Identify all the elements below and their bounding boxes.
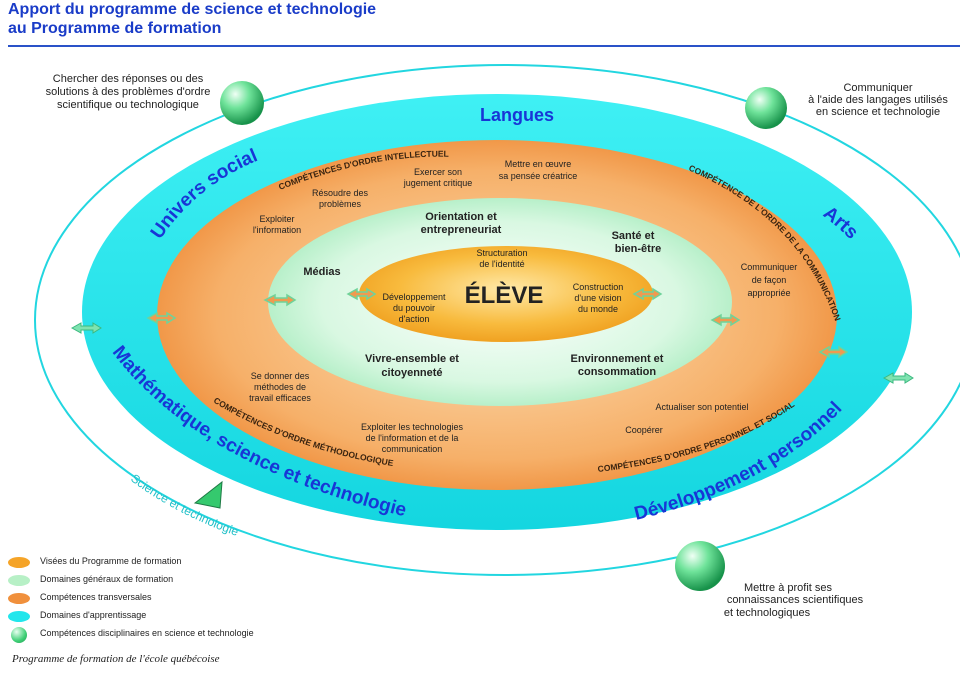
- comp-mettre-1: Mettre en œuvre: [505, 159, 572, 169]
- comp-methodes-2: méthodes de: [254, 382, 306, 392]
- center-developpement-2: du pouvoir: [393, 303, 435, 313]
- center-construction-3: du monde: [578, 304, 618, 314]
- footer-source: Programme de formation de l'école québéc…: [12, 653, 220, 665]
- comp-methodes-1: Se donner des: [251, 371, 310, 381]
- comp-exploiter-2: l'information: [253, 225, 301, 235]
- comp-exercer-1: Exercer son: [414, 167, 462, 177]
- note-bottom-right-3: et technologiques: [724, 607, 811, 619]
- legend-swatch: [8, 611, 30, 622]
- gd-vivre-1: Vivre-ensemble et: [365, 353, 459, 365]
- legend-label: Domaines d'apprentissage: [40, 610, 147, 620]
- arrow-icon: [818, 345, 849, 359]
- sphere-icon: [11, 627, 27, 643]
- note-bottom-right-1: Mettre à profit ses: [744, 582, 833, 594]
- comp-mettre-2: sa pensée créatrice: [499, 171, 578, 181]
- center-structuration-2: de l'identité: [479, 259, 524, 269]
- title-line-1: Apport du programme de science et techno…: [8, 1, 377, 18]
- gd-sante-2: bien-être: [615, 243, 661, 255]
- arrow-icon: [710, 313, 741, 327]
- arrow-icon: [632, 287, 663, 301]
- page-title: Apport du programme de science et techno…: [8, 0, 376, 38]
- center-structuration-1: Structuration: [476, 248, 527, 258]
- center-developpement-1: Développement: [382, 292, 446, 302]
- comp-tic-2: de l'information et de la: [366, 433, 459, 443]
- comp-resoudre-1: Résoudre des: [312, 188, 369, 198]
- legend-item: Compétences transversales: [8, 591, 308, 607]
- note-top-right-1: Communiquer: [843, 82, 912, 94]
- note-top-left-3: scientifique ou technologique: [57, 99, 199, 111]
- center-construction-2: d'une vision: [574, 293, 621, 303]
- arrow-icon: [263, 293, 297, 307]
- comp-tic-3: communication: [382, 444, 443, 454]
- outer-orbit-ring: [34, 64, 960, 576]
- note-top-right-3: en science et technologie: [816, 106, 940, 118]
- legend-label: Compétences disciplinaires en science et…: [40, 628, 254, 638]
- sphere-bottom-right: [675, 541, 725, 591]
- comp-communiquer-1: Communiquer: [741, 262, 798, 272]
- note-top-left-2: solutions à des problèmes d'ordre: [46, 86, 211, 98]
- comp-exercer-2: jugement critique: [403, 178, 473, 188]
- legend-item: Domaines généraux de formation: [8, 573, 308, 589]
- legend-label: Compétences transversales: [40, 592, 152, 602]
- legend-item: Visées du Programme de formation: [8, 555, 308, 571]
- legend-label: Domaines généraux de formation: [40, 574, 174, 584]
- arrow-icon: [70, 322, 102, 334]
- note-top-right-2: à l'aide des langages utilisés: [808, 94, 948, 106]
- sphere-top-right: [745, 87, 787, 129]
- note-bottom-right-2: connaissances scientifiques: [727, 594, 864, 606]
- comp-tic-1: Exploiter les technologies: [361, 422, 464, 432]
- science-tech-label: Science et technologie: [128, 471, 241, 539]
- gd-vivre-2: citoyenneté: [381, 367, 442, 379]
- legend-swatch: [8, 593, 30, 604]
- comp-communiquer-3: appropriée: [747, 288, 790, 298]
- title-line-2: au Programme de formation: [8, 20, 222, 37]
- gd-environnement-2: consommation: [578, 366, 657, 378]
- comp-methodes-3: travail efficaces: [249, 393, 311, 403]
- legend-swatch: [8, 575, 30, 586]
- comp-actualiser: Actualiser son potentiel: [655, 402, 748, 412]
- comp-cooperer: Coopérer: [625, 425, 663, 435]
- legend-item: Compétences disciplinaires en science et…: [8, 627, 308, 643]
- gd-orientation-2: entrepreneuriat: [421, 224, 502, 236]
- gd-orientation-1: Orientation et: [425, 211, 497, 223]
- arrow-icon: [882, 372, 914, 384]
- science-tech-marker-icon: [193, 480, 223, 509]
- center-eleve: ÉLÈVE: [465, 281, 544, 309]
- legend-item: Domaines d'apprentissage: [8, 609, 308, 625]
- note-top-left-1: Chercher des réponses ou des: [53, 73, 204, 85]
- gd-medias: Médias: [303, 266, 340, 278]
- arrow-icon: [146, 311, 177, 325]
- comp-communiquer-2: de façon: [752, 275, 787, 285]
- sphere-top-left: [220, 81, 264, 125]
- connector-arrows: [146, 287, 849, 359]
- comp-resoudre-2: problèmes: [319, 199, 362, 209]
- gd-environnement-1: Environnement et: [571, 353, 664, 365]
- legend-swatch: [8, 557, 30, 568]
- legend-label: Visées du Programme de formation: [40, 556, 182, 566]
- gd-sante-1: Santé et: [612, 230, 655, 242]
- domain-langues: Langues: [480, 105, 554, 125]
- center-ellipse: [359, 246, 653, 342]
- comp-exploiter-1: Exploiter: [259, 214, 294, 224]
- outer-arrows: [70, 322, 914, 384]
- title-divider: [8, 45, 960, 47]
- arrow-icon: [346, 287, 377, 301]
- center-construction-1: Construction: [573, 282, 624, 292]
- center-developpement-3: d'action: [399, 314, 430, 324]
